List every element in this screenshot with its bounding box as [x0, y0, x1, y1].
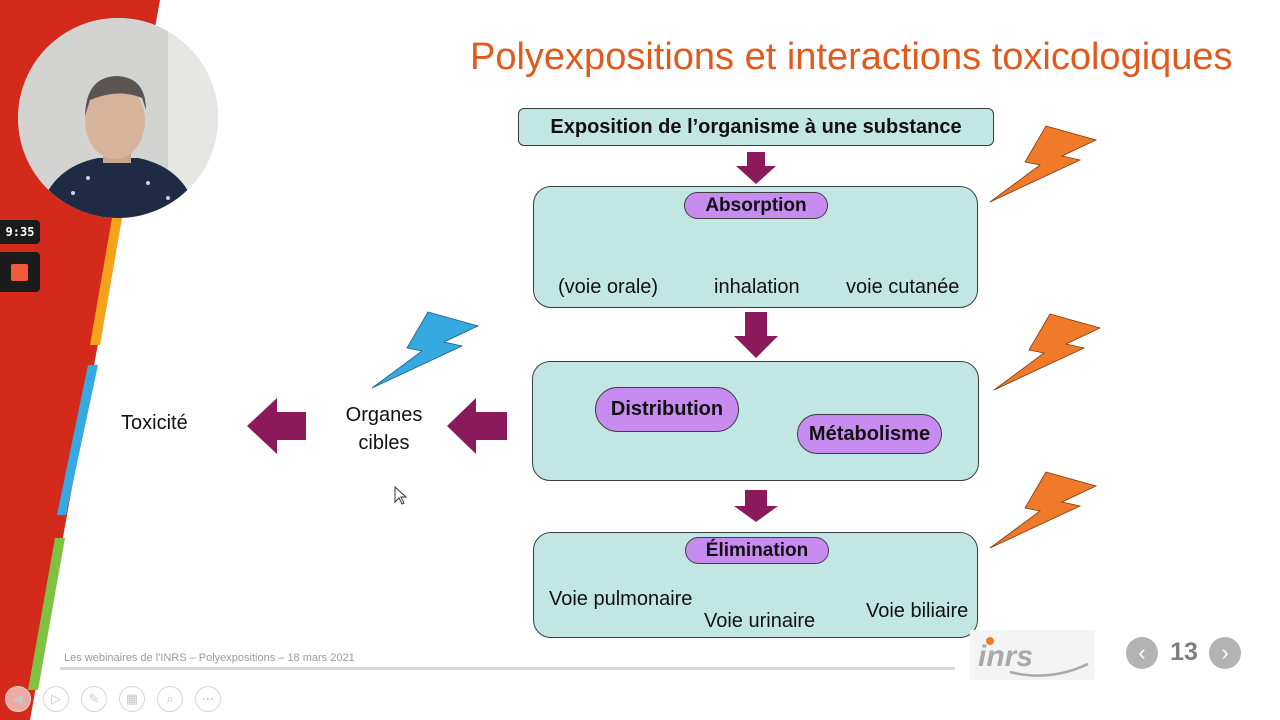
toolbar-more-button[interactable]: ⋯ — [195, 686, 221, 712]
elimination-pill: Élimination — [685, 537, 829, 564]
footer-divider — [60, 667, 955, 670]
blue-stripe — [57, 365, 98, 515]
inrs-logo: inrs — [970, 630, 1095, 680]
absorption-box: Absorption (voie orale) inhalation voie … — [533, 186, 978, 308]
more-icon: ⋯ — [201, 691, 215, 706]
page-number: 13 — [1170, 638, 1198, 666]
previous-icon: ◀ — [13, 691, 23, 706]
toolbar-zoom-button[interactable]: ⌕ — [157, 686, 183, 712]
webcam-overlay — [18, 18, 218, 218]
toolbar-pen-button[interactable]: ✎ — [81, 686, 107, 712]
chevron-left-icon: ‹ — [1138, 640, 1146, 665]
elimination-box: Élimination Voie pulmonaire Voie urinair… — [533, 532, 978, 638]
lightning-bolt-icon — [993, 313, 1102, 391]
lightning-bolt-icon — [989, 125, 1098, 203]
chevron-right-icon: › — [1221, 640, 1229, 665]
route-urinary-label: Voie urinaire — [704, 610, 816, 632]
exposure-header-box: Exposition de l’organisme à une substanc… — [518, 108, 994, 146]
distribution-box: Distribution Métabolisme — [532, 361, 979, 481]
pen-icon: ✎ — [88, 691, 100, 706]
route-cutaneous-label: voie cutanée — [846, 276, 960, 298]
zoom-icon: ⌕ — [166, 691, 174, 706]
svg-text:inrs: inrs — [978, 640, 1033, 673]
stop-recording-button[interactable] — [0, 252, 40, 292]
lightning-bolt-icon — [989, 471, 1098, 549]
toolbar-next-button[interactable]: ▷ — [43, 686, 69, 712]
slides-icon: ▦ — [125, 691, 139, 706]
down-arrow-1 — [736, 152, 776, 184]
route-oral-label: (voie orale) — [558, 276, 659, 298]
toxicity-label: Toxicité — [121, 412, 188, 434]
green-stripe — [28, 538, 65, 690]
target-organs-label: Organes cibles — [345, 404, 423, 454]
next-slide-button[interactable]: › — [1209, 637, 1241, 669]
metabolism-pill: Métabolisme — [797, 414, 942, 454]
left-arrow-organs — [447, 398, 507, 454]
toolbar-slides-button[interactable]: ▦ — [119, 686, 145, 712]
absorption-pill: Absorption — [684, 192, 828, 219]
slide-footer: Les webinaires de l'INRS – Polyexpositio… — [64, 652, 355, 664]
route-pulmonary-label: Voie pulmonaire — [549, 588, 693, 610]
presenter-video — [18, 18, 218, 218]
down-arrow-2 — [734, 312, 778, 358]
route-biliary-label: Voie biliaire — [866, 600, 969, 622]
toolbar-previous-button[interactable]: ◀ — [5, 686, 31, 712]
left-arrow-toxicity — [247, 398, 306, 454]
orange-stripe — [90, 218, 122, 345]
mouse-cursor-icon — [394, 486, 408, 505]
route-inhalation-label: inhalation — [714, 276, 800, 298]
stop-icon — [11, 264, 28, 281]
prev-slide-button[interactable]: ‹ — [1126, 637, 1158, 669]
lightning-bolt-icon — [371, 311, 480, 389]
recording-timer: 9:35 — [0, 220, 40, 244]
down-arrow-3 — [734, 490, 778, 522]
distribution-pill: Distribution — [595, 387, 739, 432]
play-icon: ▷ — [51, 691, 61, 706]
slide-title: Polyexpositions et interactions toxicolo… — [470, 36, 1233, 78]
